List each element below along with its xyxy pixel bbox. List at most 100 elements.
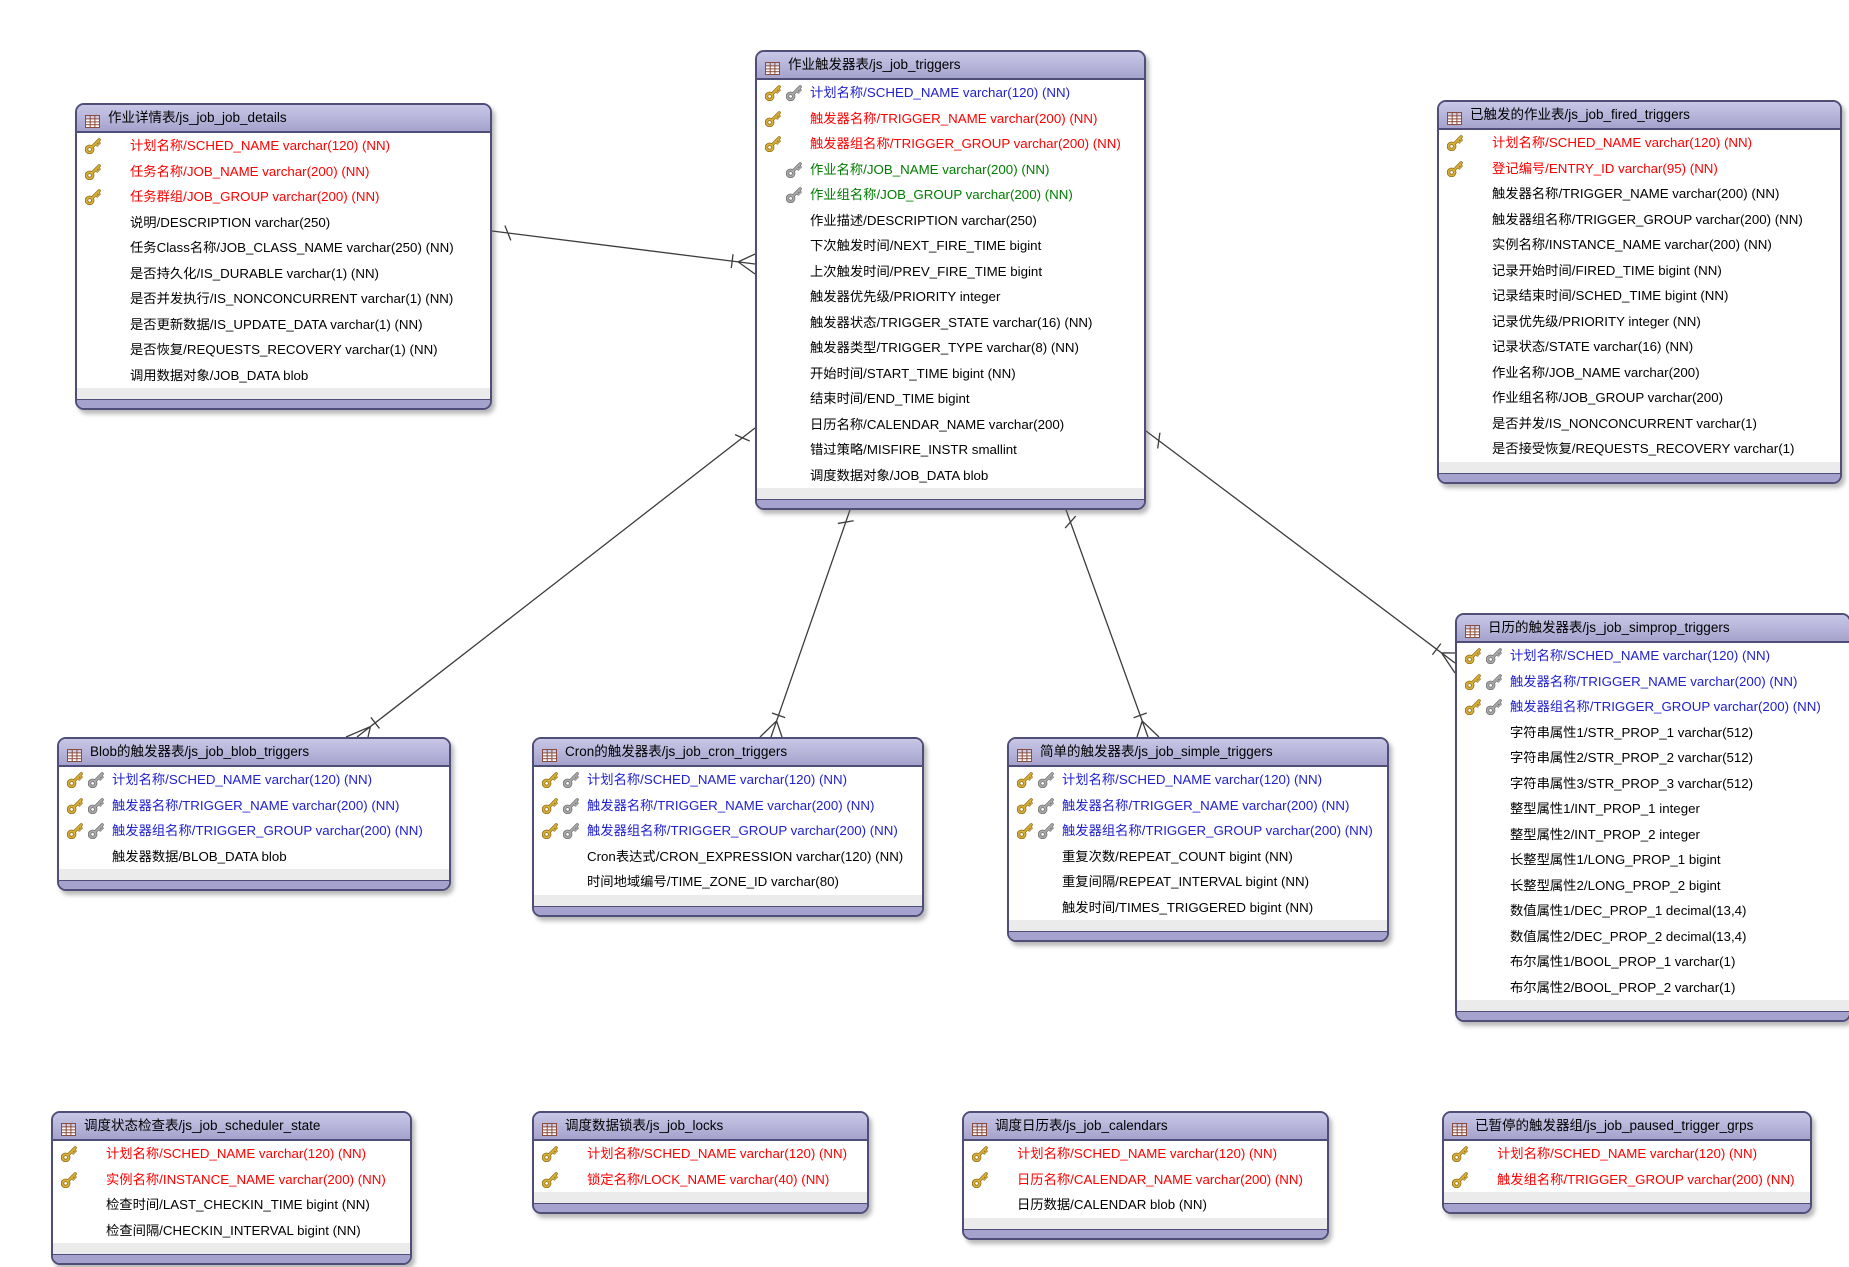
index-key-icon [562, 771, 580, 789]
primary-key-icon [84, 137, 102, 155]
column-label: 锁定名称/LOCK_NAME varchar(40) (NN) [587, 1171, 830, 1187]
table-header: 日历的触发器表/js_job_simprop_triggers [1457, 615, 1849, 643]
index-key-icon [87, 822, 105, 840]
column-row: 触发器类型/TRIGGER_TYPE varchar(8) (NN) [757, 335, 1144, 361]
column-label: 触发组名称/TRIGGER_GROUP varchar(200) (NN) [1497, 1171, 1795, 1187]
table-footer-strip [1457, 1000, 1849, 1011]
relationship-connector[interactable] [491, 225, 756, 275]
relationship-connector[interactable] [345, 427, 756, 738]
column-row: 调度数据对象/JOB_DATA blob [757, 463, 1144, 489]
table-title: 已暂停的触发器组/js_job_paused_trigger_grps [1475, 1118, 1754, 1133]
column-label: 计划名称/SCHED_NAME varchar(120) (NN) [112, 772, 373, 787]
table-header: 简单的触发器表/js_job_simple_triggers [1009, 739, 1387, 767]
column-row: 数值属性2/DEC_PROP_2 decimal(13,4) [1457, 924, 1849, 950]
table-footer-strip [1009, 920, 1387, 931]
column-row: 作业名称/JOB_NAME varchar(200) [1439, 360, 1840, 386]
column-label: 字符串属性1/STR_PROP_1 varchar(512) [1510, 724, 1754, 740]
table-title: Blob的触发器表/js_job_blob_triggers [90, 744, 310, 759]
column-row: 是否接受恢复/REQUESTS_RECOVERY varchar(1) [1439, 436, 1840, 462]
column-row: 作业组名称/JOB_GROUP varchar(200) (NN) [757, 182, 1144, 208]
table-js_job_fired_triggers[interactable]: 已触发的作业表/js_job_fired_triggers 计划名称/SCHED_… [1437, 100, 1842, 484]
column-row: 作业名称/JOB_NAME varchar(200) (NN) [757, 157, 1144, 183]
table-header: Cron的触发器表/js_job_cron_triggers [534, 739, 922, 767]
primary-key-icon [1016, 822, 1034, 840]
column-row: 触发器数据/BLOB_DATA blob [59, 844, 449, 870]
column-row: 重复间隔/REPEAT_INTERVAL bigint (NN) [1009, 869, 1387, 895]
primary-key-icon [764, 110, 782, 127]
column-label: 触发器组名称/TRIGGER_GROUP varchar(200) (NN) [1492, 211, 1803, 227]
column-row: 计划名称/SCHED_NAME varchar(120) (NN) [757, 80, 1144, 106]
table-footer-strip [53, 1243, 410, 1254]
column-label: 触发器名称/TRIGGER_NAME varchar(200) (NN) [587, 797, 875, 813]
column-label: 重复间隔/REPEAT_INTERVAL bigint (NN) [1062, 874, 1310, 889]
column-row: 触发器名称/TRIGGER_NAME varchar(200) (NN) [757, 106, 1144, 132]
column-label: 登记编号/ENTRY_ID varchar(95) (NN) [1492, 160, 1718, 176]
column-row: 作业描述/DESCRIPTION varchar(250) [757, 208, 1144, 234]
column-label: 日历名称/CALENDAR_NAME varchar(200) (NN) [1017, 1171, 1303, 1187]
primary-key-icon [66, 822, 84, 840]
column-row: 任务名称/JOB_NAME varchar(200) (NN) [77, 159, 490, 185]
column-label: 触发器优先级/PRIORITY integer [810, 289, 1001, 304]
table-js_job_simprop_triggers[interactable]: 日历的触发器表/js_job_simprop_triggers 计划名称/SCHE… [1455, 613, 1849, 1022]
table-footer-bar [1009, 931, 1387, 940]
relationship-connector[interactable] [1064, 506, 1160, 738]
column-row: 计划名称/SCHED_NAME varchar(120) (NN) [1444, 1141, 1810, 1167]
column-label: 字符串属性3/STR_PROP_3 varchar(512) [1510, 775, 1754, 791]
column-label: 作业名称/JOB_NAME varchar(200) (NN) [810, 161, 1050, 177]
column-row: 重复次数/REPEAT_COUNT bigint (NN) [1009, 844, 1387, 870]
primary-key-icon [541, 1171, 559, 1188]
table-footer-strip [1444, 1192, 1810, 1203]
column-label: 触发器类型/TRIGGER_TYPE varchar(8) (NN) [810, 340, 1079, 355]
column-row: 是否并发执行/IS_NONCONCURRENT varchar(1) (NN) [77, 286, 490, 312]
table-footer-strip [534, 894, 922, 906]
column-row: 触发器组名称/TRIGGER_GROUP varchar(200) (NN) [757, 131, 1144, 157]
column-label: 检查时间/LAST_CHECKIN_TIME bigint (NN) [106, 1197, 370, 1212]
column-row: 实例名称/INSTANCE_NAME varchar(200) (NN) [53, 1167, 410, 1193]
primary-key-icon [1451, 1145, 1469, 1163]
column-row: 作业组名称/JOB_GROUP varchar(200) [1439, 385, 1840, 411]
column-label: 记录开始时间/FIRED_TIME bigint (NN) [1492, 262, 1722, 278]
primary-key-icon [541, 822, 559, 840]
column-row: 计划名称/SCHED_NAME varchar(120) (NN) [1439, 130, 1840, 156]
table-js_job_blob_triggers[interactable]: Blob的触发器表/js_job_blob_triggers 计划名称/SCHED… [57, 737, 451, 891]
column-label: 长整型属性2/LONG_PROP_2 bigint [1510, 877, 1721, 893]
column-label: 计划名称/SCHED_NAME varchar(120) (NN) [1510, 648, 1771, 663]
column-label: 日历名称/CALENDAR_NAME varchar(200) [810, 416, 1065, 432]
column-label: 布尔属性2/BOOL_PROP_2 varchar(1) [1510, 979, 1736, 995]
column-label: 任务Class名称/JOB_CLASS_NAME varchar(250) (N… [130, 240, 454, 255]
relationship-connector[interactable] [759, 506, 854, 738]
column-row: 日历名称/CALENDAR_NAME varchar(200) (NN) [964, 1167, 1327, 1193]
column-label: 计划名称/SCHED_NAME varchar(120) (NN) [106, 1146, 367, 1161]
column-row: 触发器组名称/TRIGGER_GROUP varchar(200) (NN) [59, 818, 449, 844]
column-label: 数值属性2/DEC_PROP_2 decimal(13,4) [1510, 928, 1747, 944]
column-row: 触发器状态/TRIGGER_STATE varchar(16) (NN) [757, 310, 1144, 336]
table-footer-strip [757, 488, 1144, 499]
column-row: 整型属性2/INT_PROP_2 integer [1457, 822, 1849, 848]
column-row: 计划名称/SCHED_NAME varchar(120) (NN) [59, 767, 449, 793]
column-row: 布尔属性1/BOOL_PROP_1 varchar(1) [1457, 949, 1849, 975]
column-label: 是否并发/IS_NONCONCURRENT varchar(1) [1492, 415, 1757, 431]
column-row: 说明/DESCRIPTION varchar(250) [77, 210, 490, 236]
column-row: 结束时间/END_TIME bigint [757, 386, 1144, 412]
table-js_job_paused_trigger_grps[interactable]: 已暂停的触发器组/js_job_paused_trigger_grps 计划名称/… [1442, 1111, 1812, 1214]
table-title: 作业详情表/js_job_job_details [108, 110, 287, 125]
column-label: 记录状态/STATE varchar(16) (NN) [1492, 339, 1694, 354]
column-row: 任务Class名称/JOB_CLASS_NAME varchar(250) (N… [77, 235, 490, 261]
column-label: 记录结束时间/SCHED_TIME bigint (NN) [1492, 288, 1729, 303]
column-label: 作业描述/DESCRIPTION varchar(250) [810, 212, 1037, 228]
column-label: 结束时间/END_TIME bigint [810, 391, 970, 406]
table-title: 已触发的作业表/js_job_fired_triggers [1470, 107, 1690, 122]
table-js_job_scheduler_state[interactable]: 调度状态检查表/js_job_scheduler_state 计划名称/SCHED… [51, 1111, 412, 1265]
table-footer-bar [59, 880, 449, 889]
column-label: 触发器数据/BLOB_DATA blob [112, 848, 287, 864]
column-label: 数值属性1/DEC_PROP_1 decimal(13,4) [1510, 903, 1747, 918]
table-title: 调度状态检查表/js_job_scheduler_state [84, 1118, 321, 1133]
relationship-connector[interactable] [1145, 430, 1456, 674]
primary-key-icon [541, 797, 559, 814]
